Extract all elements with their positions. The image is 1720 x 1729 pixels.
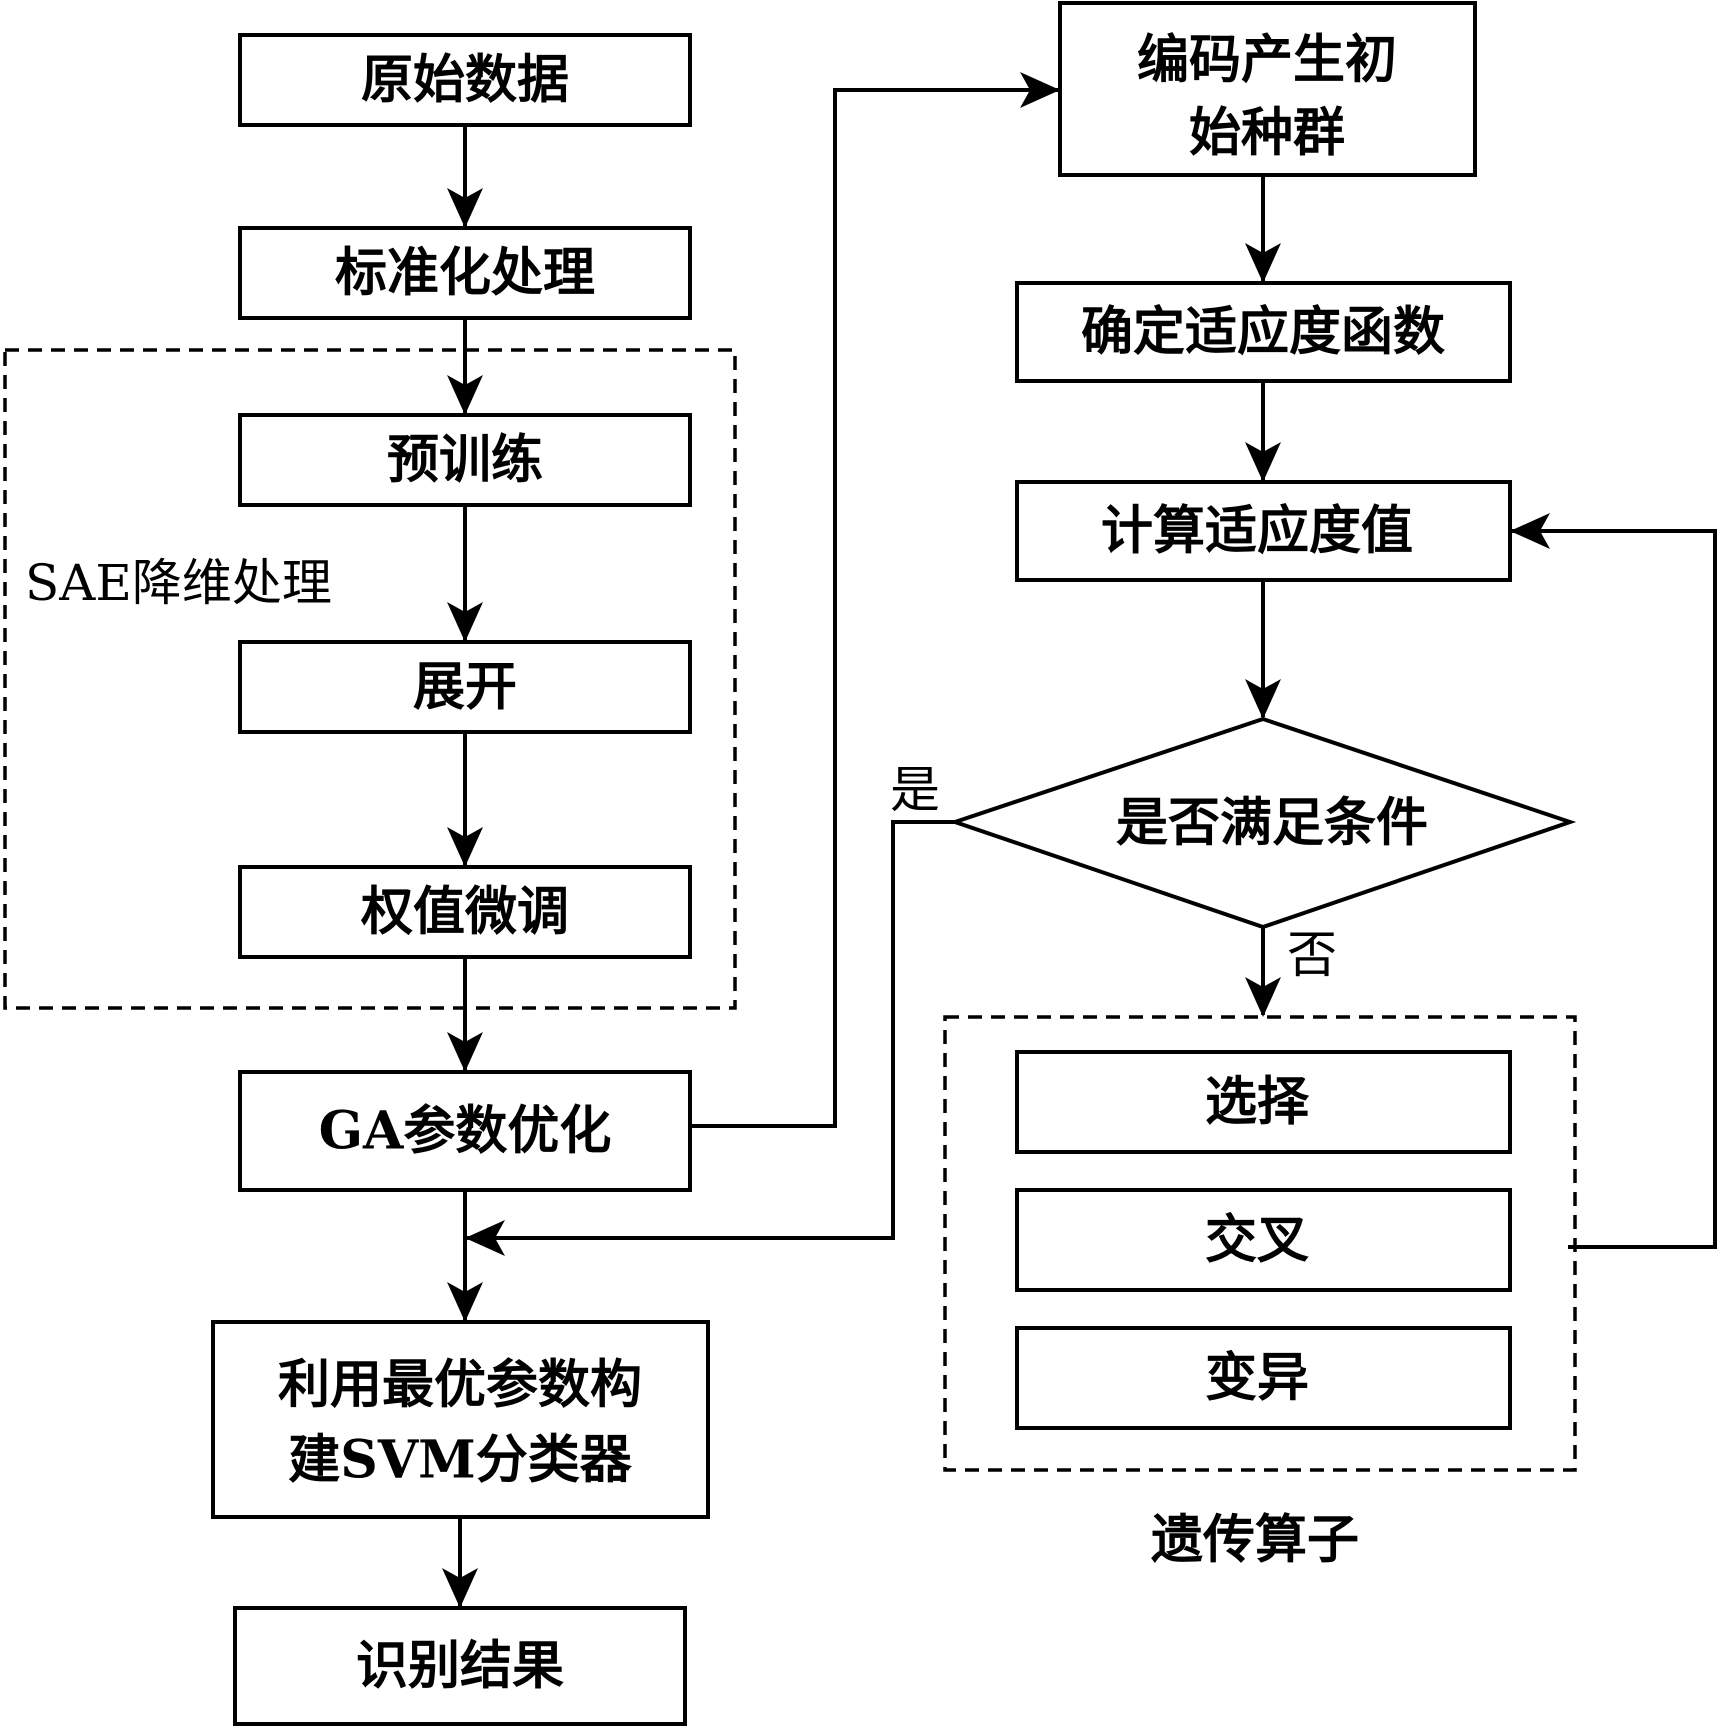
decision-diamond: 是否满足条件	[948, 716, 1577, 930]
box-fitness-value: 计算适应度值	[1015, 480, 1512, 582]
box-pretrain: 预训练	[238, 413, 692, 507]
arrow-decision-yes-to-svm	[465, 820, 955, 1256]
svg-text:计算适应度值: 计算适应度值	[1101, 501, 1413, 562]
svg-text:利用最优参数构: 利用最优参数构	[278, 1355, 642, 1416]
arrow-operators-loop-to-fitness-value	[1510, 513, 1717, 1249]
genetic-operators-group-box	[943, 1015, 1577, 1472]
svg-text:权值微调: 权值微调	[360, 882, 569, 943]
box-encode-population: 编码产生初 始种群	[1058, 1, 1477, 177]
box-result: 识别结果	[233, 1606, 687, 1726]
svg-text:原始数据: 原始数据	[361, 50, 569, 111]
svg-text:是否满足条件: 是否满足条件	[1116, 793, 1428, 854]
sae-group-box	[3, 348, 737, 1010]
arrow-ga-to-encode	[690, 72, 1060, 1128]
box-unfold: 展开	[238, 640, 692, 734]
svg-text:GA参数优化: GA参数优化	[319, 1101, 612, 1162]
svg-text:标准化处理: 标准化处理	[335, 243, 595, 304]
box-selection: 选择	[1015, 1050, 1512, 1154]
box-fitness-function: 确定适应度函数	[1015, 281, 1512, 383]
svg-text:编码产生初: 编码产生初	[1137, 30, 1397, 91]
svg-text:始种群: 始种群	[1189, 103, 1345, 164]
svg-text:展开: 展开	[413, 657, 517, 718]
box-crossover: 交叉	[1015, 1188, 1512, 1292]
box-ga-optimize: GA参数优化	[238, 1070, 692, 1192]
sae-group-label: SAE降维处理	[25, 554, 332, 612]
genetic-operators-label: 遗传算子	[1151, 1510, 1359, 1571]
no-label: 否	[1287, 926, 1337, 984]
svg-text:识别结果: 识别结果	[356, 1636, 564, 1697]
box-finetune: 权值微调	[238, 865, 692, 959]
box-mutation: 变异	[1015, 1326, 1512, 1430]
box-standardize: 标准化处理	[238, 226, 692, 320]
svg-text:选择: 选择	[1205, 1072, 1310, 1133]
svg-text:建SVM分类器: 建SVM分类器	[288, 1430, 632, 1491]
box-raw-data: 原始数据	[238, 33, 692, 127]
yes-label: 是	[890, 761, 940, 819]
svg-text:预训练: 预训练	[387, 430, 543, 491]
svg-text:交叉: 交叉	[1205, 1210, 1309, 1271]
svg-text:确定适应度函数: 确定适应度函数	[1081, 302, 1445, 363]
box-build-svm: 利用最优参数构 建SVM分类器	[211, 1320, 710, 1519]
svg-text:变异: 变异	[1205, 1348, 1309, 1409]
